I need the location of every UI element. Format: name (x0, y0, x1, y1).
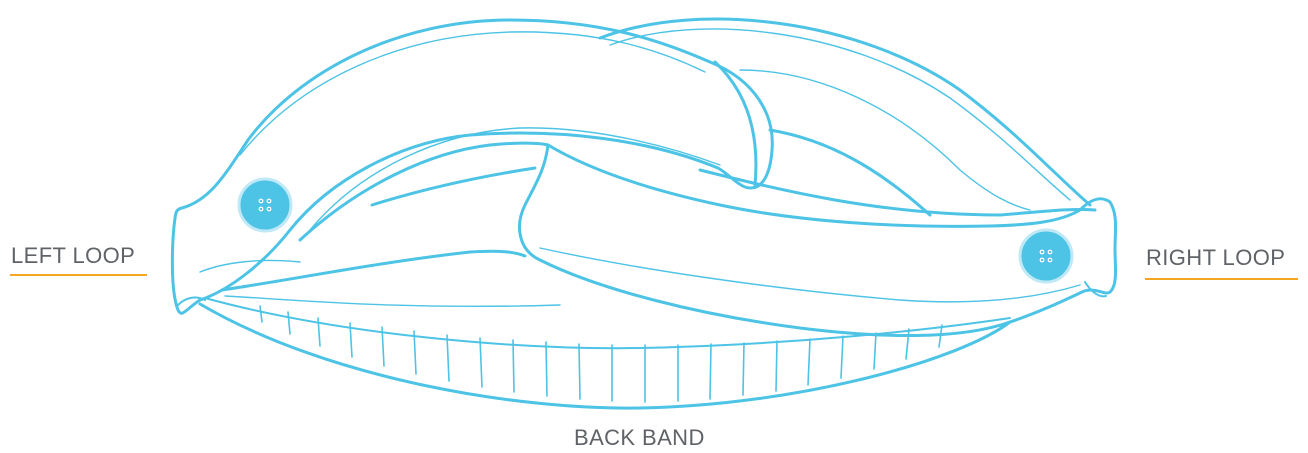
center-straps (222, 128, 720, 306)
left-loop-underline (10, 274, 147, 276)
right-loop-back-inner-line (610, 29, 1070, 200)
left-button-icon (239, 179, 291, 231)
right-loop-inner-contour (540, 248, 1080, 302)
left-loop-outline (172, 20, 772, 313)
back-band-label: BACK BAND (574, 427, 705, 449)
left-loop (172, 20, 772, 313)
right-button-icon (1020, 230, 1072, 282)
center-strap-bottom-thin (225, 296, 560, 306)
left-loop-inner-contour (240, 32, 705, 155)
left-loop-fold-line (715, 62, 756, 185)
back-band-inner-edge (205, 298, 1010, 348)
back-band-ribs (260, 306, 942, 402)
right-loop-strap-lower (700, 170, 1095, 215)
right-loop-underline (1145, 278, 1298, 280)
right-loop-label: RIGHT LOOP (1146, 247, 1285, 269)
back-band-outer-edge (200, 304, 1010, 408)
back-band (200, 298, 1010, 408)
left-loop-label: LEFT LOOP (11, 245, 135, 267)
